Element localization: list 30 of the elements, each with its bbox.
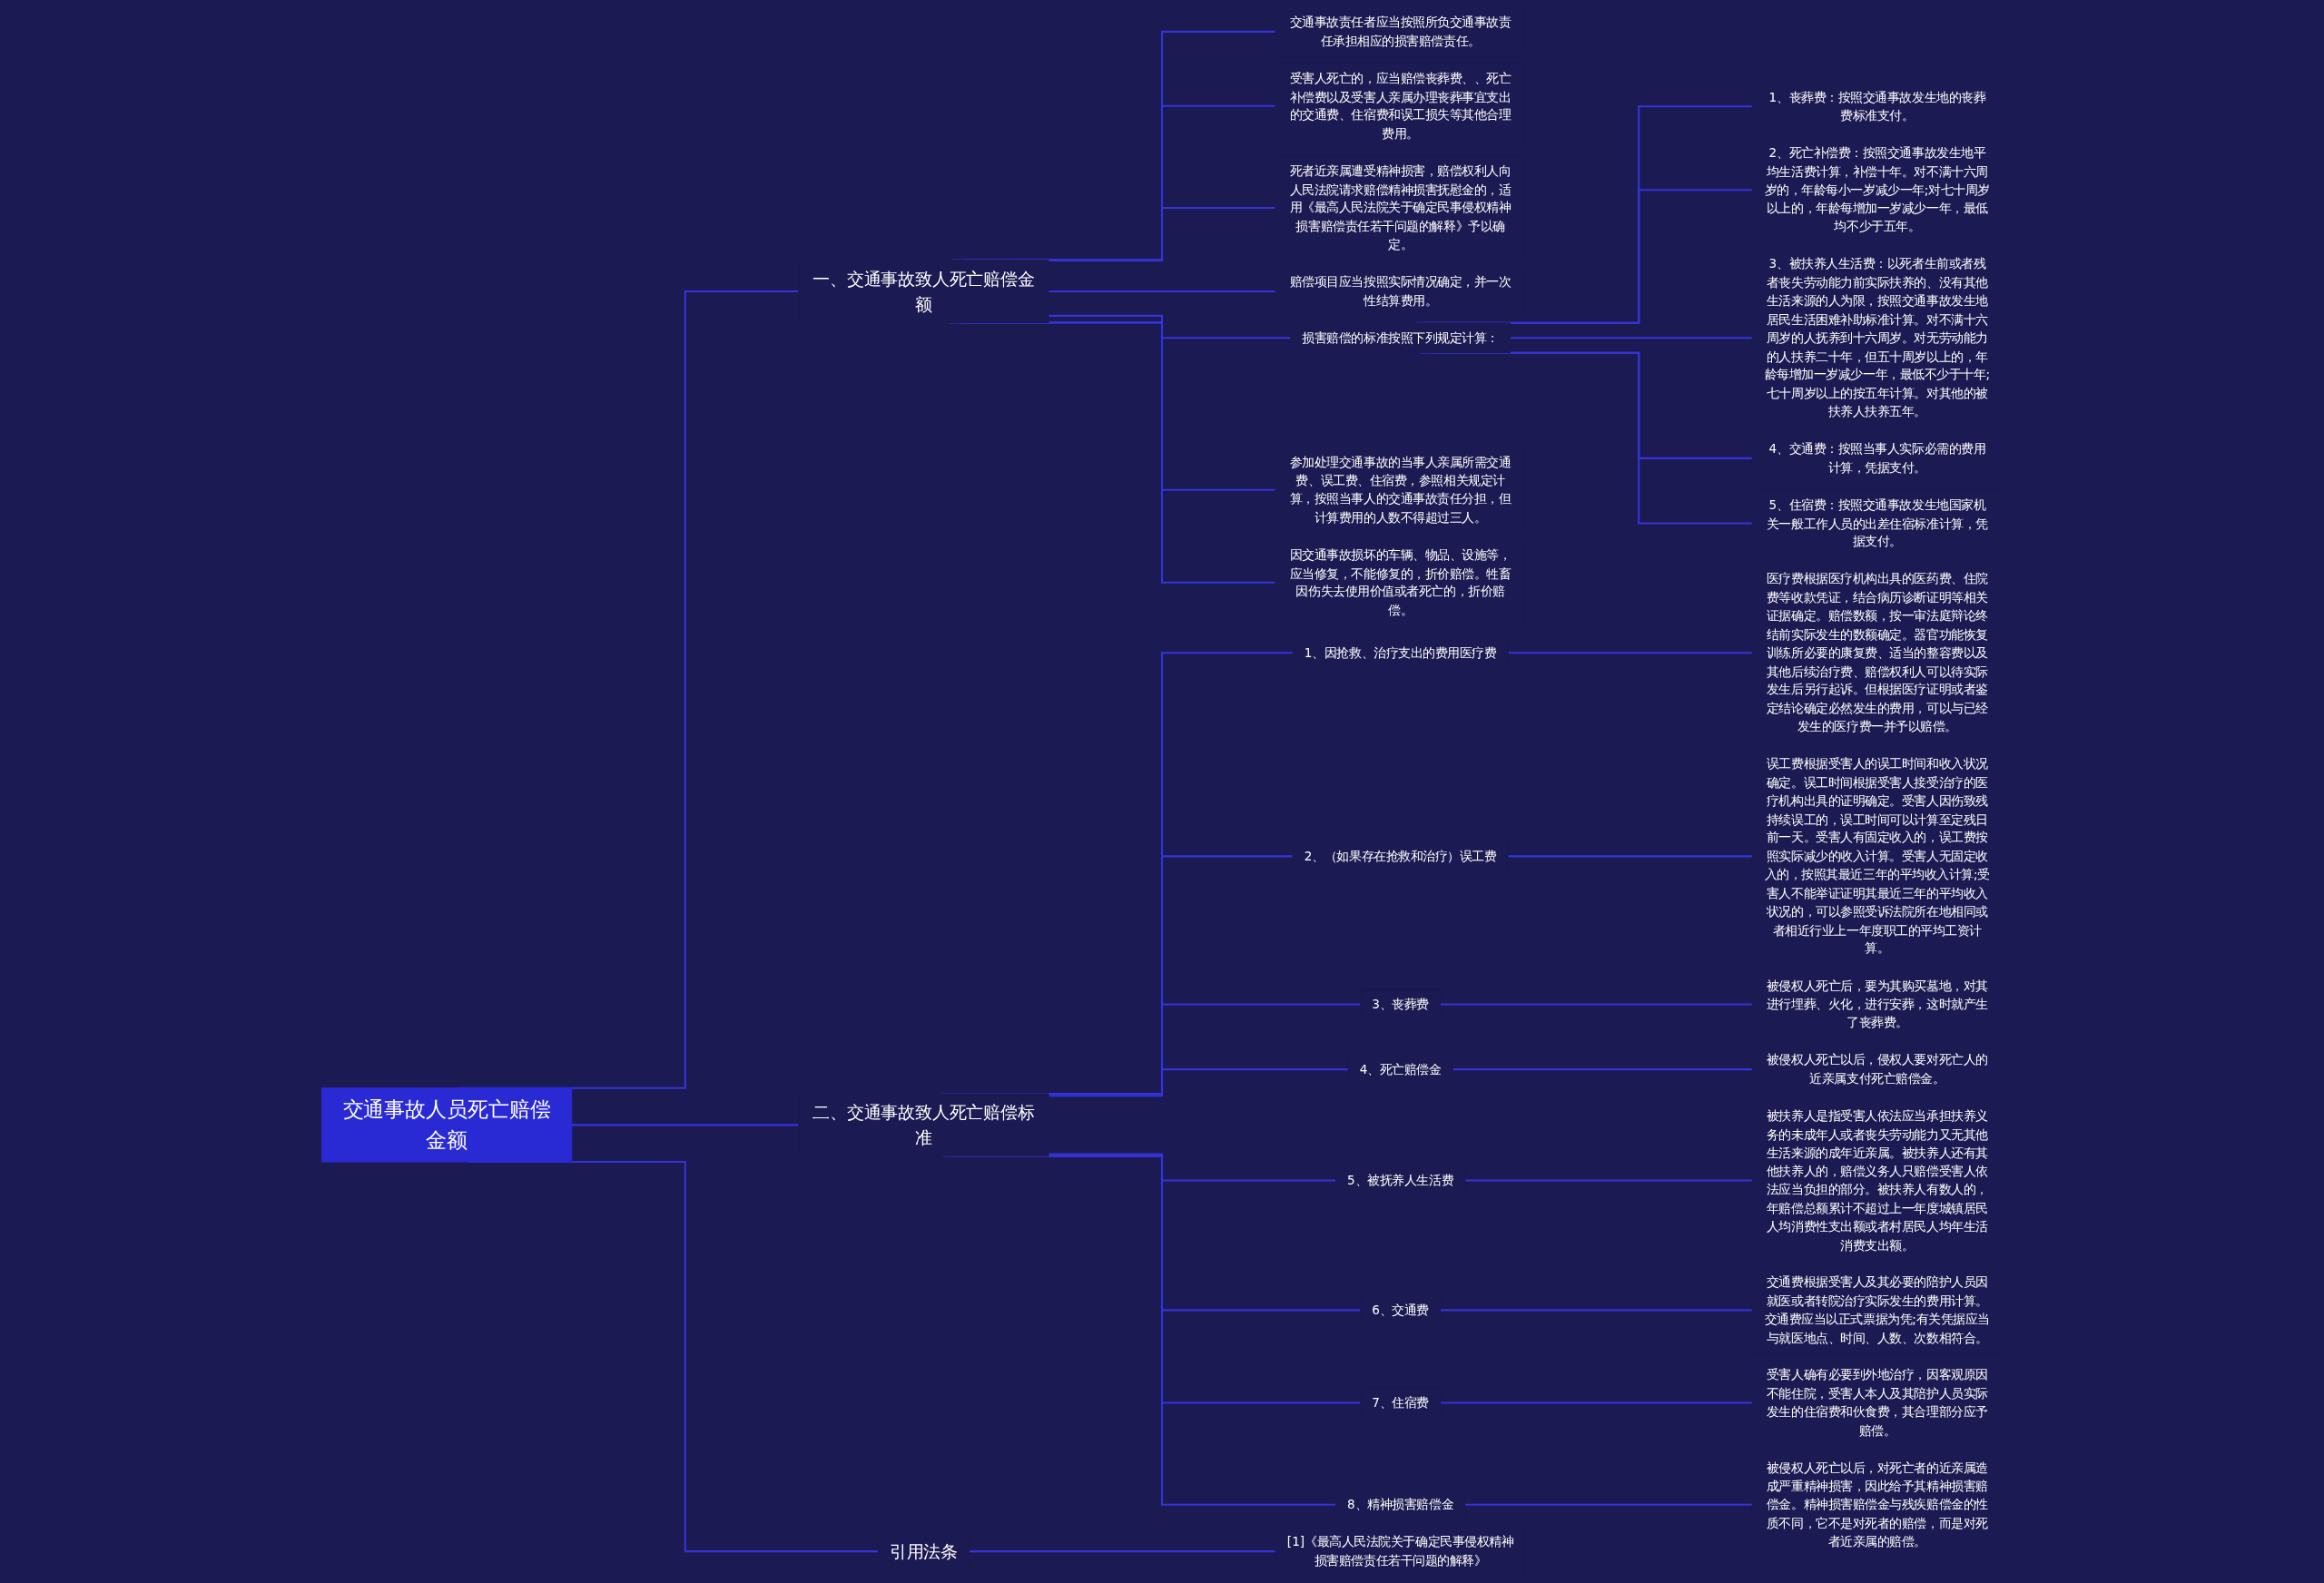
node-text: 3、被扶养人生活费：以死者生前或者残者丧失劳动能力前实际扶养的、没有其他生活来源的人为限，按照交通事故发生地居民生活困难补助标准计算。对不满十六周岁的人抚养到十六周岁。对无劳动能力的人扶养二十年，但五十周岁以上的，年龄每增加一岁减少一年，最低不少于十年;七十周岁以上的按五年计算。对其他的被扶养人扶养五年。 [1764, 256, 1991, 419]
node-text: 被扶养人是指受害人依法应当承担扶养义务的未成年人或者丧失劳动能力又无其他生活来源的成年近亲属。被扶养人还有其他扶养人的，赔偿义务人只赔偿受害人依法应当负担的部分。被扶养人有数人的，年赔偿总额累计不超过上一年度城镇居民人均消费性支出额或者村居民人均年生活消费支出额。 [1766, 1108, 1988, 1253]
node-text: 交通费根据受害人及其必要的陪护人员因就医或者转院治疗实际发生的费用计算。交通费应当以正式票据为凭;有关凭据应当与就医地点、时间、人数、次数相符合。 [1764, 1274, 1991, 1345]
node-text: 误工费根据受害人的误工时间和收入状况确定。误工时间根据受害人接受治疗的医疗机构出具的证明确定。受害人因伤致残持续误工的，误工时间可以计算至定残日前一天。受害人有固定收入的，误工费按照实际减少的收入计算。受害人无固定收入的，按照其最近三年的平均收入计算;受害人不能举证证明其最近三年的平均收入状况的，可以参照受诉法院所在地相同或者相近行业上一年度职工的平均工资计算。 [1764, 756, 1991, 956]
node-text: 医疗费根据医疗机构出具的医药费、住院费等收款凭证，结合病历诊断证明等相关证据确定。赔偿数额，按一审法庭辩论终结前实际发生的数额确定。器官功能恢复训练所必要的康复费、适当的整容费以及其他后续治疗费、赔偿权利人可以待实际发生后另行起诉。但根据医疗证明或者鉴定结论确定必然发生的费用，可以与已经发生的医疗费一并予以赔偿。 [1766, 571, 1988, 734]
node-text: 2、（如果存在抢救和治疗）误工费 [1304, 849, 1497, 863]
node-text: 被侵权人死亡以后，侵权人要对死亡人的近亲属支付死亡赔偿金。 [1766, 1052, 1988, 1086]
node-text: 1、丧葬费：按照交通事故发生地的丧葬费标准支付。 [1768, 90, 1986, 123]
node-text: 8、精神损害赔偿金 [1347, 1497, 1454, 1512]
node-text: 赔偿项目应当按照实际情况确定，并一次性结算费用。 [1289, 274, 1512, 308]
node-text: 交通事故责任者应当按照所负交通事故责任承担相应的损害赔偿责任。 [1289, 15, 1512, 48]
node-text: 死者近亲属遭受精神损害，赔偿权利人向人民法院请求赔偿精神损害抚慰金的，适用《最高人民法院关于确定民事侵权精神损害赔偿责任若干问题的解释》予以确定。 [1289, 163, 1512, 252]
node-box: 交通事故人员死亡赔偿金额 [321, 1087, 573, 1163]
node-text: 受害人死亡的，应当赔偿丧葬费、、死亡补偿费以及受害人亲属办理丧葬事宜支出的交通费、住宿费和误工损失等其他合理费用。 [1289, 71, 1512, 141]
node-text: 3、丧葬费 [1372, 997, 1430, 1012]
node-text: 2、死亡补偿费：按照交通事故发生地平均生活费计算，补偿十年。对不满十六周岁的，年龄每小一岁减少一年;对七十周岁以上的，年龄每增加一岁减少一年，最低均不少于五年。 [1764, 145, 1991, 234]
node-text: 参加处理交通事故的当事人亲属所需交通费、误工费、住宿费，参照相关规定计算，按照当事人的交通事故责任分担，但计算费用的人数不得超过三人。 [1289, 455, 1512, 525]
node-text: 受害人确有必要到外地治疗，因客观原因不能住院，受害人本人及其陪护人员实际发生的住宿费和伙食费，其合理部分应予赔偿。 [1766, 1367, 1988, 1438]
node-text: 4、交通费：按照当事人实际必需的费用计算，凭据支付。 [1768, 441, 1986, 475]
node-text: 被侵权人死亡以后，对死亡者的近亲属造成严重精神损害，因此给予其精神损害赔偿金。精神损害赔偿金与残疾赔偿金的性质不同，它不是对死者的赔偿，而是对死者近亲属的赔偿。 [1766, 1460, 1988, 1549]
node-text: 引用法条 [889, 1541, 958, 1562]
node-text: 6、交通费 [1372, 1303, 1430, 1317]
node-text: 被侵权人死亡后，要为其购买墓地，对其进行埋葬、火化，进行安葬，这时就产生了丧葬费。 [1766, 978, 1988, 1030]
node-text: 1、因抢救、治疗支出的费用医疗费 [1304, 645, 1497, 660]
node-text: 7、住宿费 [1372, 1395, 1430, 1411]
node-text: 5、被抚养人生活费 [1347, 1173, 1454, 1188]
node-text: 4、死亡赔偿金 [1359, 1062, 1442, 1077]
node-text: 因交通事故损坏的车辆、物品、设施等，应当修复，不能修复的，折价赔偿。牲畜因伤失去使用价值或者死亡的，折价赔偿。 [1289, 547, 1512, 617]
node-text: 5、住宿费：按照交通事故发生地国家机关一般工作人员的出差住宿标准计算，凭据支付。 [1766, 497, 1988, 549]
node-text: [1]《最高人民法院关于确定民事侵权精神损害赔偿责任若干问题的解释》 [1286, 1534, 1514, 1568]
